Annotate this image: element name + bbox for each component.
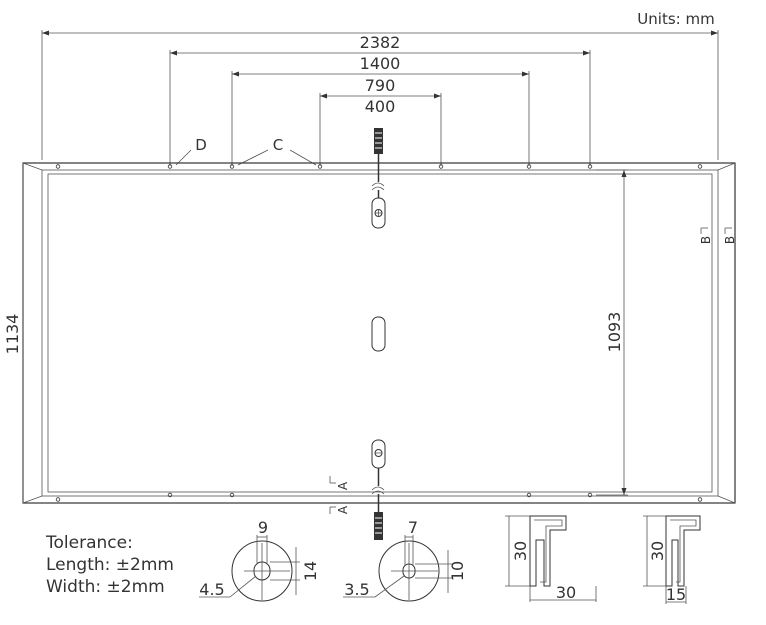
section-marker-b-right: B	[723, 227, 737, 244]
dimension-2382-label: 2382	[360, 33, 401, 52]
section-long-height-label: 30	[511, 541, 530, 561]
dimension-1400-label: 1400	[360, 54, 401, 73]
callout-c: C	[237, 136, 317, 166]
mounting-hole-width-label: 9	[258, 518, 268, 537]
section-short-width-label: 15	[666, 585, 686, 604]
section-marker-a-upper: A	[329, 476, 350, 490]
dimension-1093-label: 1093	[605, 312, 624, 353]
section-marker-b-left: B	[699, 227, 713, 244]
top-mounting-holes	[55, 164, 703, 169]
dimension-790: 790	[231, 71, 530, 166]
section-long-width-label: 30	[556, 583, 576, 602]
section-b-label-left: B	[699, 236, 713, 244]
section-a-label-upper: A	[336, 481, 350, 490]
mounting-hole-radius-label: 4.5	[199, 580, 224, 599]
callout-d-label: D	[195, 136, 207, 154]
dimension-2382: 2382	[41, 30, 719, 160]
section-marker-a-lower: A	[329, 505, 350, 514]
callout-d: D	[175, 136, 207, 166]
grounding-hole-length-label: 10	[448, 561, 467, 581]
detail-grounding-hole: 7 10 3.5	[343, 518, 467, 602]
dimension-400: 400	[319, 93, 442, 166]
dimension-790-label: 790	[365, 76, 396, 95]
detail-mounting-hole: 9 14 4.5	[199, 518, 320, 602]
grounding-hole-radius-label: 3.5	[344, 580, 369, 599]
units-label: Units: mm	[637, 10, 714, 28]
grounding-hole-width-label: 7	[408, 518, 418, 537]
tolerance-title: Tolerance:	[46, 533, 133, 553]
dimension-1134-label: 1134	[3, 314, 22, 355]
tolerance-width: Width: ±2mm	[46, 577, 165, 597]
dimension-1093: 1093	[596, 169, 628, 496]
tolerance-length: Length: ±2mm	[46, 555, 174, 575]
section-short-side: 30 15	[643, 515, 701, 604]
mounting-hole-length-label: 14	[301, 561, 320, 581]
section-a-label-lower: A	[336, 505, 350, 514]
junction-box-cables	[371, 128, 386, 540]
section-short-height-label: 30	[648, 541, 667, 561]
dimension-400-label: 400	[365, 97, 396, 116]
module-frame	[22, 162, 736, 504]
callout-c-label: C	[273, 136, 283, 154]
section-b-label-right: B	[723, 236, 737, 244]
dimension-1400: 1400	[169, 50, 591, 166]
section-long-side: 30 30	[505, 515, 597, 602]
bottom-mounting-holes	[55, 492, 703, 502]
dimension-1134: 1134	[3, 163, 24, 503]
